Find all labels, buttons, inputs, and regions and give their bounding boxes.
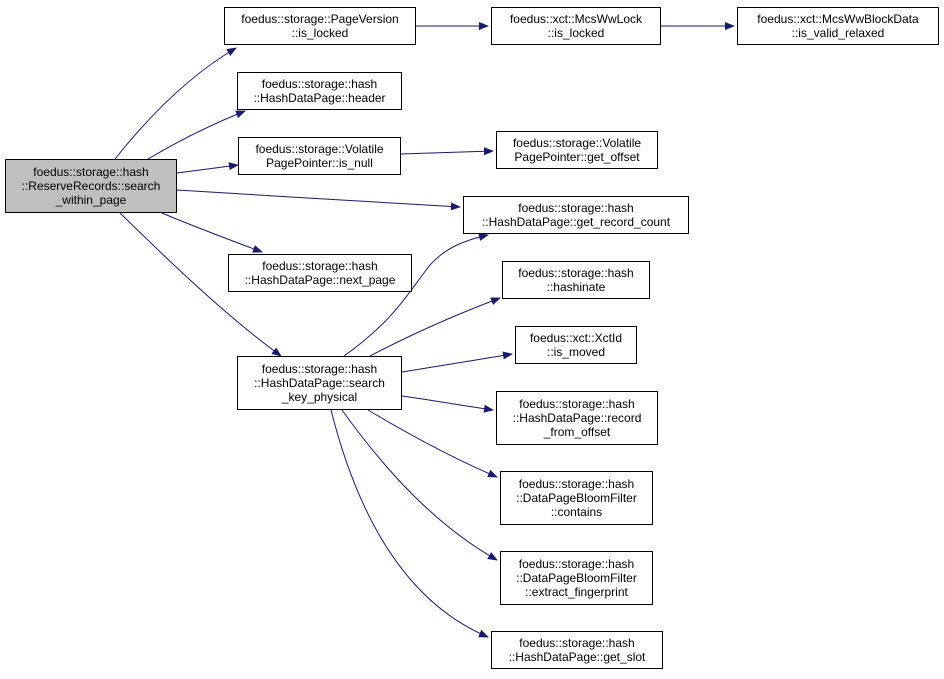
node-label-line: _from_offset	[543, 425, 611, 439]
node-label-line: _key_physical	[281, 390, 358, 404]
node-label-line: ::DataPageBloomFilter	[516, 491, 637, 505]
node-pageversion-is-locked[interactable]: foedus::storage::PageVersion::is_locked	[224, 7, 416, 45]
edge-root-to-hashdatapage_get_record_count	[176, 189, 461, 211]
node-label-line: foedus::storage::hash	[261, 362, 378, 376]
edge-hashdatapage_search_key_physical-to-datapagebloomfilter_contains	[367, 409, 498, 478]
edge-root-to-volatilepagepointer_is_null	[176, 162, 239, 174]
node-label-line: ::is_moved	[546, 345, 606, 359]
node-label-line: ::ReserveRecords::search	[21, 179, 161, 193]
node-label-line: ::hashinate	[546, 280, 606, 294]
node-hashdatapage-search-key-physical[interactable]: foedus::storage::hash::HashDataPage::sea…	[237, 356, 402, 410]
node-label-line: foedus::xct::McsWwLock	[509, 12, 643, 26]
node-label-line: ::is_locked	[547, 26, 605, 40]
node-mcswwblockdata-is-valid-relaxed[interactable]: foedus::xct::McsWwBlockData::is_valid_re…	[737, 7, 939, 45]
node-mcswwlock-is-locked[interactable]: foedus::xct::McsWwLock::is_locked	[491, 7, 661, 45]
edge-hashdatapage_search_key_physical-to-hashdatapage_get_slot	[330, 409, 489, 638]
node-label-line: foedus::storage::hash	[518, 266, 634, 280]
node-root: foedus::storage::hash::ReserveRecords::s…	[5, 159, 177, 213]
node-label-line: foedus::storage::hash	[519, 397, 635, 411]
node-label-line: ::HashDataPage::record	[512, 411, 642, 425]
node-label-line: foedus::storage::hash	[518, 201, 634, 215]
node-label-line: ::contains	[550, 505, 603, 519]
node-label-line: ::DataPageBloomFilter	[516, 571, 637, 585]
node-hashdatapage-header[interactable]: foedus::storage::hash::HashDataPage::hea…	[237, 72, 402, 110]
node-label-line: foedus::xct::McsWwBlockData	[757, 12, 919, 26]
node-label-line: foedus::storage::hash	[518, 557, 635, 571]
node-label-line: foedus::storage::PageVersion	[241, 12, 399, 26]
node-label-line: PagePointer::is_null	[266, 156, 373, 170]
node-label-line: ::HashDataPage::header	[253, 91, 386, 105]
edge-hashdatapage_search_key_physical-to-hashdatapage_get_record_count	[343, 233, 489, 357]
edge-volatilepagepointer_is_null-to-volatilepagepointer_get_offset	[400, 147, 494, 156]
node-label-line: ::HashDataPage::next_page	[244, 273, 396, 287]
node-label-line: foedus::storage::hash	[33, 165, 149, 179]
node-hashdatapage-get-record-count[interactable]: foedus::storage::hash::HashDataPage::get…	[463, 196, 689, 234]
node-label-line: foedus::storage::hash	[519, 636, 635, 650]
node-hashdatapage-next-page[interactable]: foedus::storage::hash::HashDataPage::nex…	[228, 254, 412, 292]
node-label-line: foedus::storage::hash	[518, 477, 635, 491]
node-hashdatapage-record-from-offset[interactable]: foedus::storage::hash::HashDataPage::rec…	[496, 391, 658, 445]
edge-root-to-hashdatapage_header	[147, 110, 246, 160]
node-label-line: ::is_locked	[291, 26, 349, 40]
node-label-line: foedus::storage::hash	[261, 77, 378, 91]
edge-hashdatapage_search_key_physical-to-xctid_is_moved	[401, 351, 513, 373]
node-label-line: foedus::storage::hash	[262, 259, 378, 273]
node-label-line: foedus::xct::XctId	[529, 331, 623, 345]
edge-hashdatapage_search_key_physical-to-hashdatapage_record_from_offset	[401, 395, 494, 413]
edge-root-to-hashdatapage_search_key_physical	[119, 212, 282, 357]
node-label-line: PagePointer::get_offset	[514, 150, 640, 164]
edge-root-to-pageversion_is_locked	[114, 47, 237, 160]
node-label-line: _within_page	[55, 193, 127, 207]
edge-hashdatapage_search_key_physical-to-datapagebloomfilter_extract_fingerprint	[341, 409, 498, 561]
node-label-line: ::HashDataPage::get_record_count	[481, 215, 671, 229]
node-label-line: foedus::storage::Volatile	[255, 142, 384, 156]
node-datapagebloomfilter-contains[interactable]: foedus::storage::hash::DataPageBloomFilt…	[500, 471, 653, 525]
edge-hashdatapage_search_key_physical-to-hashinate	[369, 297, 501, 357]
edge-root-to-hashdatapage_next_page	[161, 212, 263, 253]
node-label-line: ::is_valid_relaxed	[791, 26, 885, 40]
node-label-line: ::HashDataPage::search	[254, 376, 385, 390]
node-label-line: ::extract_fingerprint	[525, 585, 628, 599]
node-label-line: ::HashDataPage::get_slot	[508, 650, 646, 664]
node-hashinate[interactable]: foedus::storage::hash::hashinate	[502, 261, 650, 299]
node-xctid-is-moved[interactable]: foedus::xct::XctId::is_moved	[515, 326, 637, 364]
node-label-line: foedus::storage::Volatile	[512, 136, 642, 150]
node-hashdatapage-get-slot[interactable]: foedus::storage::hash::HashDataPage::get…	[491, 631, 663, 669]
node-datapagebloomfilter-extract-fingerprint[interactable]: foedus::storage::hash::DataPageBloomFilt…	[500, 551, 653, 605]
